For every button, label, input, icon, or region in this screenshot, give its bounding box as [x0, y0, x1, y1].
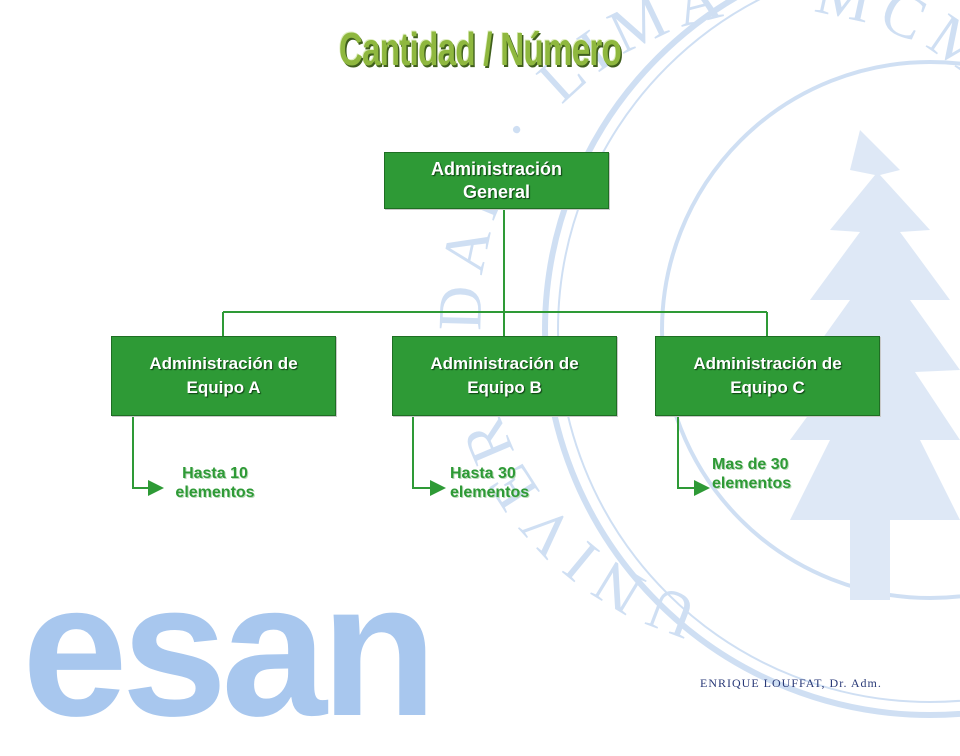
- connectors: [132, 209, 768, 496]
- team-node-c: Administración de Equipo C: [655, 336, 880, 416]
- arrow-a: [132, 416, 164, 496]
- team-a-note: Hasta 10 elementos: [175, 465, 255, 501]
- team-node-c-label: Administración de Equipo C: [693, 354, 842, 397]
- arrow-c: [677, 416, 710, 496]
- team-node-a: Administración de Equipo A: [111, 336, 336, 416]
- team-b-note: Hasta 30 elementos: [450, 465, 530, 501]
- author-credit: ENRIQUE LOUFFAT, Dr. Adm.: [700, 676, 882, 690]
- team-node-b: Administración de Equipo B: [392, 336, 617, 416]
- root-node-label: Administración General: [430, 158, 563, 202]
- root-node: Administración General: [384, 152, 609, 209]
- arrow-b: [412, 416, 446, 496]
- team-node-a-label: Administración de Equipo A: [149, 354, 298, 397]
- esan-logo: esan: [22, 544, 437, 756]
- page-title: Cantidad / Número: [338, 23, 622, 75]
- team-c-note: Mas de 30 elementos: [712, 456, 792, 492]
- team-node-b-label: Administración de Equipo B: [430, 354, 579, 397]
